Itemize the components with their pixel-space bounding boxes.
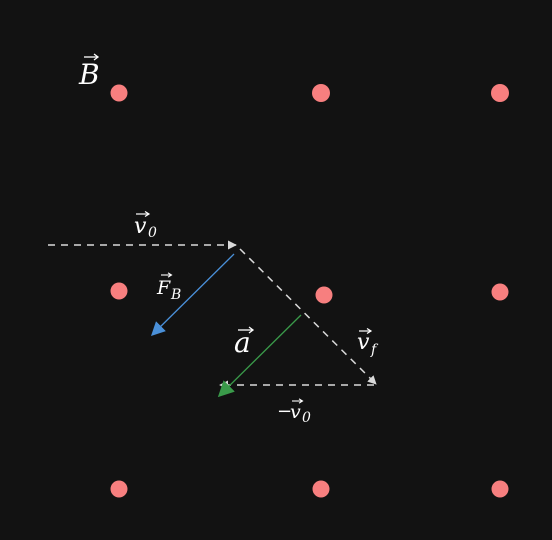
acceleration-label-text: a [234,326,251,359]
vector-arrow-head [366,327,373,335]
v0-label-text: v [134,214,147,239]
field-label: B [78,53,100,91]
field-dot [315,286,333,304]
force-vector [151,253,235,336]
field-dot [110,282,128,300]
field-dot [491,84,509,102]
field-dot [312,480,330,498]
vf-vector [239,248,377,385]
neg-v0-label-text: v [290,401,301,423]
field-dot [491,283,509,301]
neg-sign: − [277,401,292,422]
vector-arrow-head [167,272,173,278]
neg-v0-label: − v 0 [277,398,311,426]
vector-arrow-head [144,210,151,218]
field-dot [312,84,330,102]
vector-arrow-head [248,326,255,334]
field-dot [110,480,128,498]
acceleration-label: a [234,326,255,359]
field-dot [110,84,128,102]
neg-v0-label-sub: 0 [302,410,311,426]
vector-arrow-head [298,398,304,404]
vf-label-sub: f [370,342,379,358]
vf-label-text: v [357,330,370,355]
field-dots [110,84,509,498]
field-dot [491,480,509,498]
acceleration-vector [217,314,302,398]
field-label-text: B [78,58,100,91]
v0-label-sub: 0 [148,225,157,241]
vector-arrow-head [93,53,100,61]
force-label-text: F [156,277,171,299]
force-label-sub: B [170,287,181,303]
force-label: F B [156,272,181,303]
vf-label: v f [357,327,379,358]
v0-label: v 0 [134,210,157,241]
